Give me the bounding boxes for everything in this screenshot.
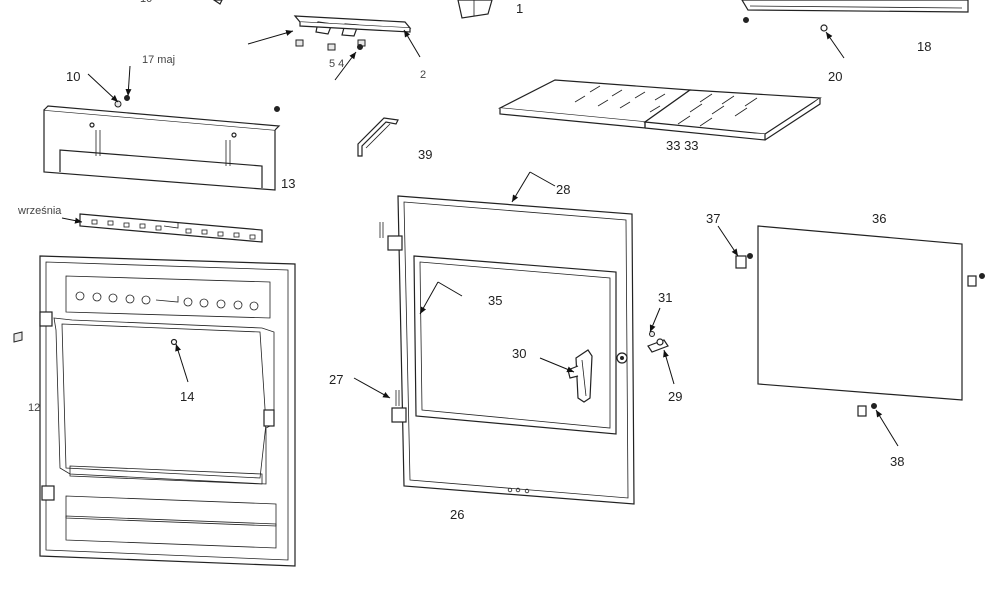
label-36: 36 [872,211,887,226]
part-strip [79,213,263,243]
part-18-rail [741,0,969,32]
part-39-clip [357,117,399,157]
label-29: 29 [668,389,683,404]
label-27: 27 [329,372,344,387]
label-37: 37 [706,211,721,226]
label-10-top: 10 [140,0,152,5]
label-2: 2 [420,69,427,81]
part-29-latch [647,331,669,353]
part-33-grate-plates [497,79,822,141]
label-18: 18 [917,39,932,54]
label-5-4: 5 4 [329,58,345,70]
label-35: 35 [488,293,503,308]
part-13-tray [43,95,281,191]
part-2-bracket-plate [293,15,412,51]
label-20: 20 [828,69,843,84]
label-wrzesnia: września [18,205,62,217]
part-36-glass [735,225,985,417]
part-small-top-left [212,0,223,5]
label-33: 33 33 [666,138,699,153]
label-17-maj: 17 maj [142,54,176,66]
label-31: 31 [658,290,673,305]
label-30: 30 [512,346,527,361]
label-38: 38 [890,454,905,469]
label-1: 1 [516,1,524,16]
label-12: 12 [28,402,41,414]
label-28: 28 [556,182,571,197]
label-14: 14 [180,389,195,404]
leader-lines [61,29,899,447]
label-13: 13 [281,176,296,191]
part-26-door [379,195,635,505]
label-10: 10 [66,69,81,84]
label-39: 39 [418,147,433,162]
label-26: 26 [450,507,465,522]
part-12-front-frame [13,255,296,567]
part-1-bracket [457,0,493,19]
